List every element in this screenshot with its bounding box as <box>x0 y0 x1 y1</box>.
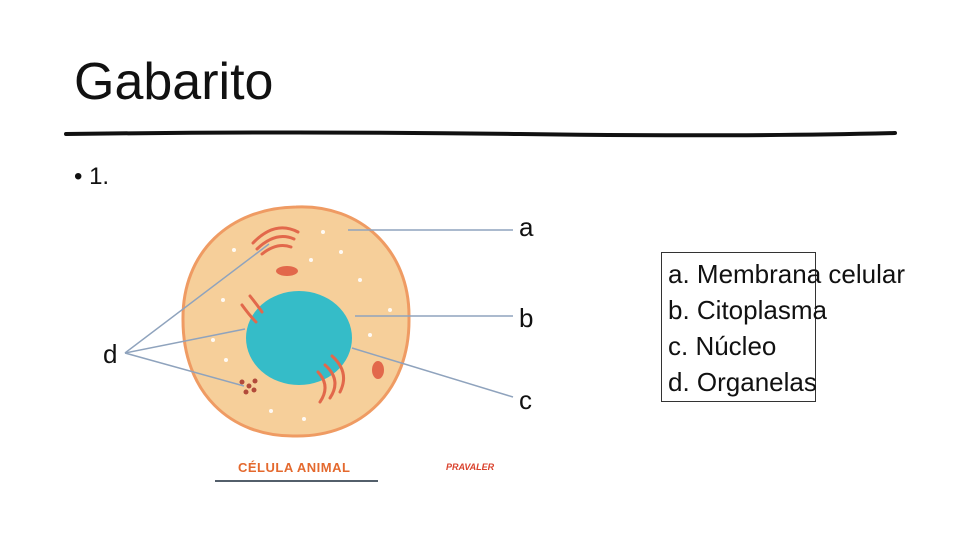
lysosomes <box>239 378 258 395</box>
label-d: d <box>103 339 118 369</box>
question-number: • 1. <box>74 163 110 190</box>
answer-d: d. Organelas <box>668 367 817 397</box>
brand-logo: PRAVALER <box>446 462 495 472</box>
pointer-d-3 <box>124 352 245 387</box>
label-b: b <box>519 303 534 333</box>
answer-list: a. Membrana celular b. Citoplasma c. Núc… <box>668 256 905 400</box>
label-c: c <box>519 385 532 415</box>
answer-b: b. Citoplasma <box>668 295 827 325</box>
cell-nucleus <box>246 291 352 385</box>
endoplasmic-reticulum <box>240 294 346 404</box>
pointer-d-2 <box>124 328 246 354</box>
cytoplasm-particles <box>211 230 392 421</box>
diagram-caption: CÉLULA ANIMAL <box>238 460 351 475</box>
mitochondrion <box>276 266 384 379</box>
answer-c: c. Núcleo <box>668 331 777 361</box>
answer-box <box>661 252 816 402</box>
label-a: a <box>519 212 534 242</box>
slide-title: Gabarito <box>74 53 274 111</box>
golgi-apparatus <box>251 226 300 256</box>
animal-cell <box>181 205 411 438</box>
pointer-lines <box>124 229 514 398</box>
pointer-c <box>351 347 514 398</box>
answer-a: a. Membrana celular <box>668 259 905 289</box>
pointer-d-1 <box>124 243 270 354</box>
